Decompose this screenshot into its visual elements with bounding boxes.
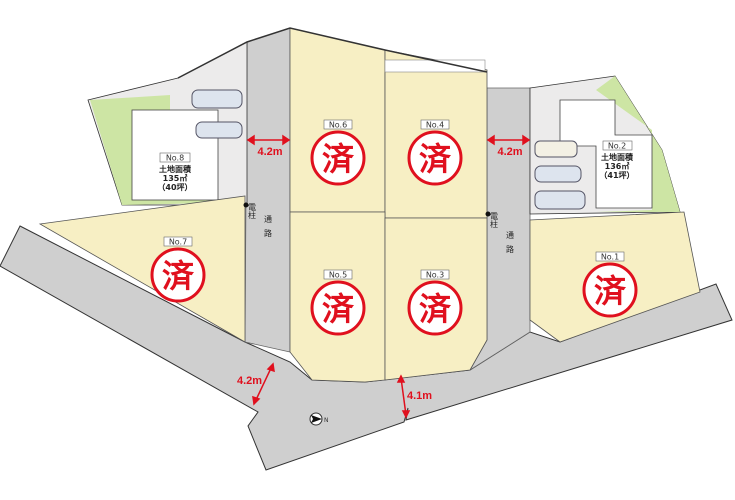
passage-label: 通 xyxy=(506,230,514,240)
lot-4-marker: No.4 済 xyxy=(407,119,463,186)
car xyxy=(534,190,586,210)
utility-pole-icon xyxy=(243,202,249,208)
lot-label: No.1 xyxy=(601,253,619,262)
lot-label: No.6 xyxy=(329,121,347,130)
passage-label: 通 xyxy=(264,214,272,224)
lot-8-label: No.8 xyxy=(166,154,184,163)
lot-6-marker: No.6 済 xyxy=(310,119,366,186)
lot-3-marker: No.3 済 xyxy=(407,269,463,336)
lot-8-info: No.8 土地面積 135㎡ （40坪） xyxy=(157,152,193,192)
sold-status: 済 xyxy=(419,290,452,328)
dimension-label: 4.2m xyxy=(237,375,262,387)
pole-label: 電柱 xyxy=(248,203,257,220)
lot-label: No.3 xyxy=(426,271,444,280)
lot-7 xyxy=(38,195,246,343)
area-title: 土地面積 xyxy=(601,152,634,162)
neighbor-building xyxy=(384,59,486,73)
sold-stamp-icon xyxy=(407,280,463,336)
area-title: 土地面積 xyxy=(159,164,192,174)
sold-status: 済 xyxy=(322,290,355,328)
sold-status: 済 xyxy=(419,140,452,178)
lot-label: No.4 xyxy=(426,121,444,130)
north-compass-icon: N xyxy=(309,412,329,426)
sold-status: 済 xyxy=(162,257,195,295)
sold-stamp-icon xyxy=(582,262,638,318)
lot-2-label: No.2 xyxy=(608,142,626,151)
sold-stamp-icon xyxy=(407,130,463,186)
green-area-left xyxy=(90,95,218,205)
main-road xyxy=(0,225,733,471)
area-value: 136㎡ xyxy=(605,161,630,171)
area-value: 135㎡ xyxy=(163,173,188,183)
site-boundary xyxy=(177,27,488,79)
car xyxy=(534,140,578,158)
pole-label: 電柱 xyxy=(490,212,499,229)
lot-label: No.5 xyxy=(329,271,347,280)
area-tsubo: （40坪） xyxy=(157,182,192,192)
passage-left xyxy=(244,27,291,353)
lot-1-marker: No.1 済 xyxy=(582,251,638,318)
lot-5-marker: No.5 済 xyxy=(310,269,366,336)
sold-stamp-icon xyxy=(150,247,206,303)
sold-status: 済 xyxy=(594,272,627,310)
utility-pole-icon xyxy=(485,211,491,217)
sold-stamp-icon xyxy=(310,280,366,336)
dimension-label: 4.1m xyxy=(407,390,432,402)
sold-stamp-icon xyxy=(310,130,366,186)
car xyxy=(195,121,243,139)
area-tsubo: （41坪） xyxy=(599,170,634,180)
sold-status: 済 xyxy=(322,140,355,178)
lot-2-info: No.2 土地面積 136㎡ （41坪） xyxy=(599,140,635,180)
green-area-right xyxy=(596,76,680,212)
car xyxy=(191,89,243,109)
passage-label: 路 xyxy=(264,228,272,238)
dimension-arrows xyxy=(246,134,531,419)
dimension-label: 4.2m xyxy=(257,146,282,158)
lot-label: No.7 xyxy=(169,238,187,247)
car xyxy=(534,165,582,183)
lot-7-marker: No.7 済 xyxy=(150,236,206,303)
dimension-label: 4.2m xyxy=(497,146,522,158)
passage-label: 路 xyxy=(506,244,514,254)
compass-label: N xyxy=(324,417,329,424)
